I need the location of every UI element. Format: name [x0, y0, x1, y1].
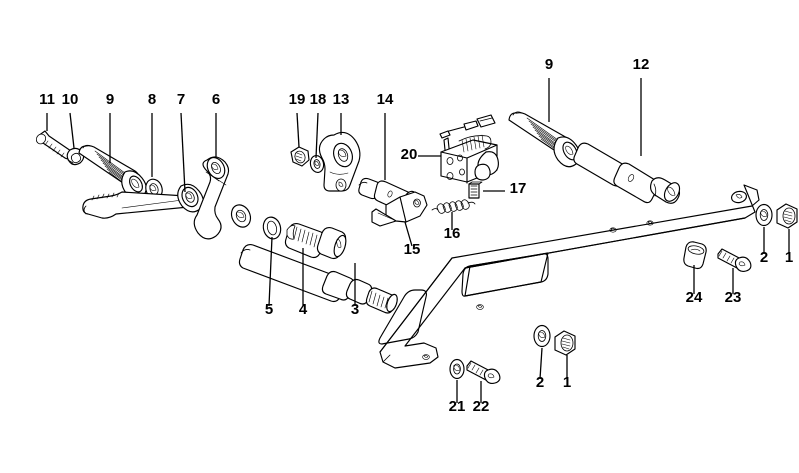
- part-13-shift-lever-arm: [318, 131, 361, 192]
- callout-label-14: 14: [376, 91, 394, 108]
- callout-label-21: 21: [448, 398, 466, 415]
- callout-label-23: 23: [724, 289, 742, 306]
- leader-line-15: [404, 221, 413, 247]
- leader-line-19: [296, 112, 300, 148]
- part-9-right-footrest-grip: [508, 111, 581, 168]
- leader-line-10: [69, 112, 75, 149]
- callout-label-15: 15: [403, 241, 421, 258]
- callout-label-11: 11: [39, 91, 55, 108]
- part-12-footrest-pin-shaft: [573, 142, 681, 204]
- leader-line-7: [180, 112, 186, 193]
- part-9-left-footrest-grip: [78, 144, 147, 200]
- part-6-link-arm: [193, 156, 252, 240]
- part-19-small-nut: [290, 146, 310, 167]
- callout-label-20: 20: [400, 146, 418, 163]
- callout-label-16: 16: [443, 225, 461, 242]
- part-20-switch-bracket-assembly: [439, 114, 499, 184]
- callout-label-19: 19: [288, 91, 306, 108]
- part-2-bottom-washer: [533, 324, 551, 348]
- part-24-spacer-sleeve: [683, 241, 707, 270]
- callout-label-17: 17: [509, 180, 527, 197]
- callout-label-1R: 1: [784, 249, 794, 266]
- callout-label-13: 13: [332, 91, 350, 108]
- callout-label-12: 12: [632, 56, 650, 73]
- callout-label-8: 8: [147, 91, 157, 108]
- part-22-bolt: [466, 360, 501, 385]
- leader-line-2B: [539, 347, 543, 380]
- callout-label-2R: 2: [759, 249, 769, 266]
- part-23-bolt: [717, 248, 752, 273]
- footrest-mounting-plate: [378, 184, 760, 369]
- callout-label-18: 18: [309, 91, 327, 108]
- callout-label-5: 5: [264, 301, 274, 318]
- callout-label-9R: 9: [544, 56, 554, 73]
- part-1-bottom-hex-nut: [554, 330, 576, 356]
- part-4-splined-shaft: [284, 222, 347, 260]
- callout-label-24: 24: [685, 289, 703, 306]
- part-5-ring-seal: [262, 216, 282, 240]
- part-17-retainer-clip: [468, 181, 483, 199]
- part-1-right-hex-nut: [776, 203, 798, 229]
- callout-label-6: 6: [211, 91, 221, 108]
- callout-label-4: 4: [298, 301, 308, 318]
- part-15-angle-bracket: [371, 191, 428, 227]
- callout-label-1B: 1: [562, 374, 572, 391]
- leader-line-18: [315, 112, 319, 159]
- part-21-washer: [449, 358, 465, 380]
- part-16-coil-spring: [431, 199, 476, 214]
- part-2-right-washer: [755, 203, 773, 227]
- callout-label-7: 7: [176, 91, 186, 108]
- part-3-threaded-shaft: [238, 243, 398, 314]
- callout-label-9L: 9: [105, 91, 115, 108]
- plate-rivet-holes: [422, 220, 654, 360]
- callout-label-10: 10: [61, 91, 79, 108]
- part-7-foot-lever: [82, 183, 204, 219]
- part-18-small-washer: [309, 155, 325, 173]
- callout-leader-lines: [46, 78, 790, 403]
- leader-line-5: [268, 236, 273, 307]
- callout-label-3: 3: [350, 301, 360, 318]
- callout-label-2B: 2: [535, 374, 545, 391]
- callout-label-22: 22: [472, 398, 490, 415]
